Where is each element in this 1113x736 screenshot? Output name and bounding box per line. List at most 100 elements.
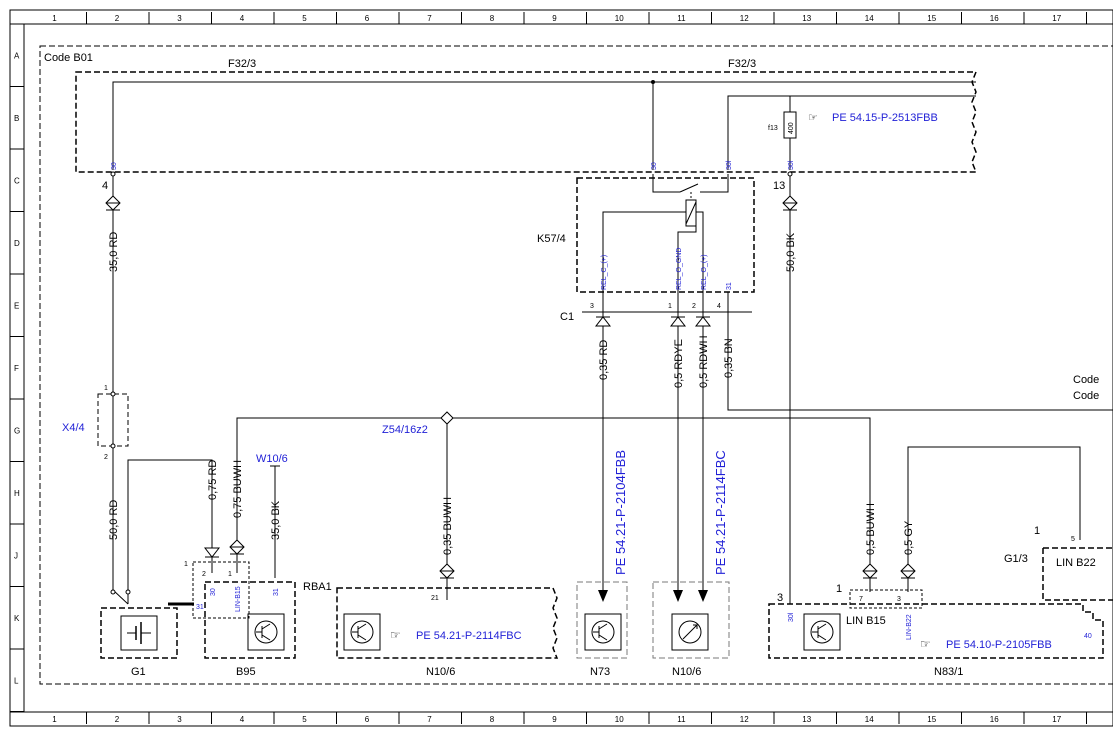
battery-icon	[127, 622, 151, 644]
arrow-n10-6-right-1	[673, 590, 683, 602]
wire-05buwh-label: 0,5 BUWH	[865, 503, 877, 555]
relay-wire-o	[696, 211, 704, 292]
side-code-2: Code	[1073, 390, 1099, 402]
column-ticks: 1122334455667788991010111112121313141415…	[52, 12, 1087, 724]
n83-pin7: 7	[859, 596, 863, 603]
fuse-box-ref: PE 54.15-P-2513FBB	[832, 112, 938, 124]
row-label: B	[14, 114, 19, 123]
column-label: 9	[552, 715, 557, 724]
arrow-n73	[598, 590, 608, 602]
g1-3-pin5: 5	[1071, 536, 1075, 543]
column-label: 2	[115, 14, 120, 23]
n73-label: N73	[590, 666, 610, 678]
column-label: 15	[927, 715, 936, 724]
terminal-30-left: 30	[111, 162, 118, 170]
row-label: J	[14, 551, 18, 560]
n10-6-left-frame	[343, 613, 381, 651]
row-label: C	[14, 176, 20, 185]
column-label: 13	[802, 14, 811, 23]
column-label: 10	[615, 14, 624, 23]
column-label: 3	[177, 715, 182, 724]
column-label: 10	[615, 715, 624, 724]
connector-symbol-1	[105, 195, 121, 211]
n73-frame	[584, 613, 622, 651]
n10-6-right-label: N10/6	[672, 666, 701, 678]
fuse-box-label-right: F32/3	[728, 58, 756, 70]
terminal-30l-fuse: 30l	[788, 160, 795, 170]
b95-sensor-frame	[247, 613, 285, 651]
transistor-icon	[591, 620, 615, 644]
hand-pointer-icon: ☞	[390, 628, 401, 642]
n10-6-right-frame	[671, 613, 709, 651]
z54-junction-icon	[440, 411, 454, 425]
n10-6-left-ref: PE 54.21-P-2114FBC	[416, 630, 522, 642]
fuse-box-label-left: F32/3	[228, 58, 256, 70]
g1-box	[100, 607, 178, 659]
relay-pin-31: 31	[726, 282, 733, 290]
n83-1-box	[768, 603, 1104, 659]
wire-035bn-label: 0,35 BN	[723, 338, 735, 378]
x4-pin2-dot	[110, 443, 116, 449]
connector-symbol-05gy	[900, 563, 916, 579]
c1-label: C1	[560, 311, 574, 323]
row-label: E	[14, 301, 19, 310]
wire-075buwh-label: 0,75 BUWH	[232, 460, 244, 518]
rba1-label: RBA1	[303, 581, 332, 593]
frame	[9, 9, 1113, 727]
connector-symbol-075rd	[203, 547, 221, 558]
b95-connector-box	[192, 561, 250, 619]
n83-1-label: N83/1	[934, 666, 963, 678]
column-label: 12	[740, 715, 749, 724]
wire-35bk-label: 35,0 BK	[270, 500, 282, 540]
connector-symbol-035rd	[594, 316, 612, 327]
relay-contact-in	[652, 174, 680, 193]
transistor-icon	[810, 620, 834, 644]
column-label: 7	[427, 715, 432, 724]
transistor-icon	[254, 620, 278, 644]
wire-05rdwh-label: 0,5 RDWH	[698, 335, 710, 388]
c1-pin-3: 3	[590, 303, 594, 310]
column-label: 5	[302, 715, 307, 724]
k57-4-label: K57/4	[537, 233, 566, 245]
wire-075rd-label: 0,75 RD	[207, 460, 219, 500]
lin-b22-label: LIN B22	[1056, 557, 1096, 569]
pin-13-dot	[787, 171, 793, 177]
n10-6-left-label: N10/6	[426, 666, 455, 678]
n83-pin3: 3	[777, 592, 783, 604]
n83-pin3b: 3	[897, 596, 901, 603]
column-label: 16	[990, 14, 999, 23]
x4-pin1-dot	[110, 391, 116, 397]
relay-pin-rel-o-gnd: REL_O_GND	[676, 248, 683, 290]
column-label: 5	[302, 14, 307, 23]
relay-wire-c	[602, 211, 686, 292]
code-b01-border	[39, 45, 1113, 685]
b95-pin-30: 30	[210, 588, 217, 596]
connector-symbol-50bk	[782, 195, 798, 211]
z54-label: Z54/16z2	[382, 424, 428, 436]
row-label: K	[14, 614, 20, 623]
column-label: 11	[677, 715, 686, 724]
g1-3-box	[1042, 547, 1113, 601]
c1-pin-4: 4	[717, 303, 721, 310]
row-label: G	[14, 426, 20, 435]
wire-50rd-label: 50,0 RD	[108, 500, 120, 540]
row-label: F	[14, 364, 19, 373]
column-label: 11	[677, 14, 686, 23]
column-label: 15	[927, 14, 936, 23]
g1-switch-dot-2	[125, 589, 131, 595]
row-label: D	[14, 239, 20, 248]
row-label: H	[14, 489, 20, 498]
wire-035bn	[727, 292, 1113, 411]
arrow-n10-6-right-2	[698, 590, 708, 602]
n83-1-connector	[849, 589, 923, 609]
column-label: 12	[740, 14, 749, 23]
c1-pin-1: 1	[668, 303, 672, 310]
column-label: 1	[52, 14, 57, 23]
busbar-30l	[727, 95, 976, 170]
column-label: 14	[865, 715, 874, 724]
n10-6-right-box	[652, 581, 730, 659]
hand-pointer-icon: ☞	[808, 112, 818, 124]
busbar-30	[112, 81, 654, 170]
column-label: 2	[115, 715, 120, 724]
